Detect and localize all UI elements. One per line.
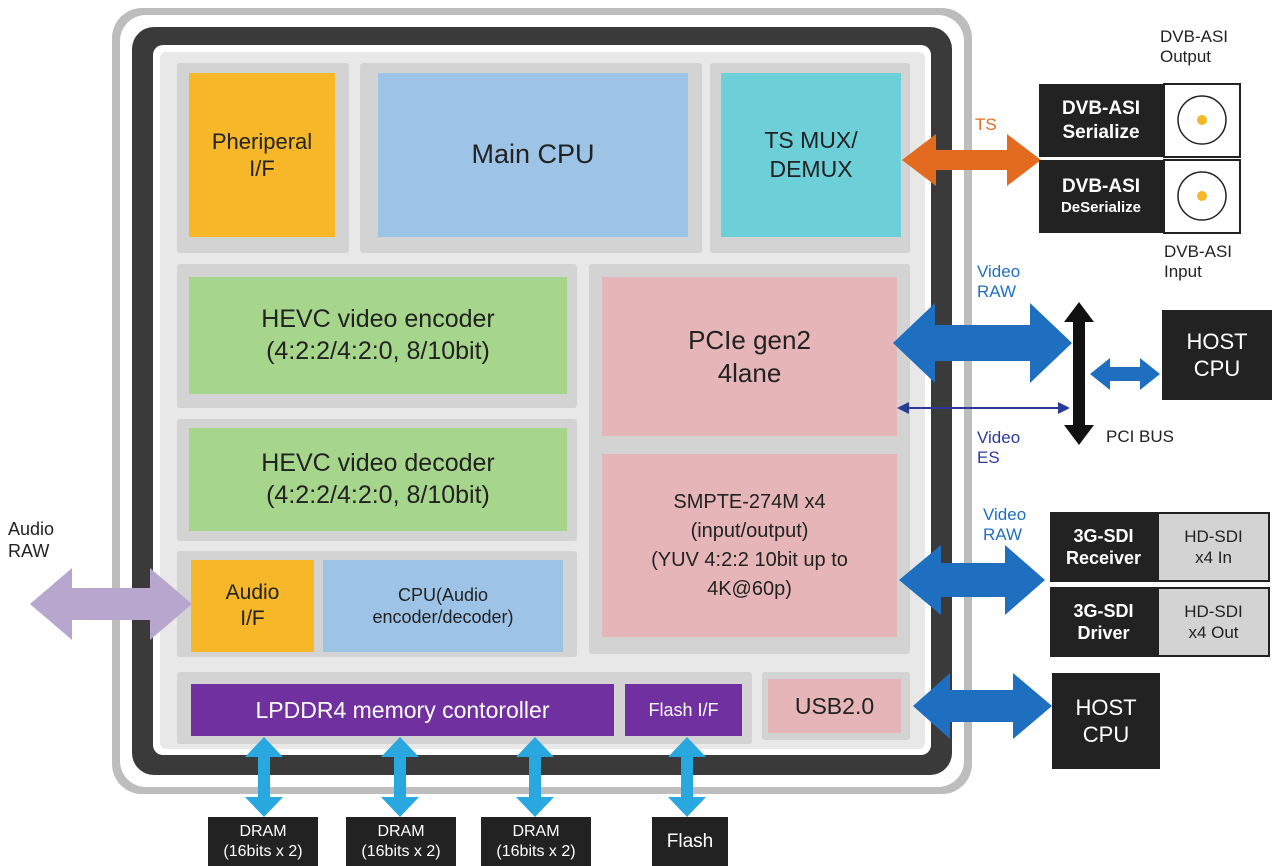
dvb-asi-output-label: DVB-ASI Output — [1160, 27, 1229, 67]
flash-if-block: Flash I/F — [625, 684, 742, 736]
dram1-arrow — [245, 737, 283, 817]
pci-bus-arrow — [1064, 302, 1094, 445]
cpu-audio-block: CPU(Audio encoder/decoder) — [323, 560, 563, 652]
dvb-asi-deserialize-top: DVB-ASI — [1061, 176, 1141, 198]
peripheral-if-block: Pheriperal I/F — [189, 73, 335, 237]
video-raw-sdi-label: Video RAW — [983, 505, 1027, 545]
ts-label: TS — [975, 115, 997, 134]
dram2-box: DRAM (16bits x 2) — [346, 817, 456, 866]
hevc-encoder-block: HEVC video encoder (4:2:2/4:2:0, 8/10bit… — [189, 277, 567, 394]
video-es-label: Video ES — [977, 428, 1021, 468]
video-es-arrow-left — [897, 402, 909, 414]
video-raw-pcie-arrow — [893, 303, 1072, 383]
dram2-arrow — [381, 737, 419, 817]
dram3-box: DRAM (16bits x 2) — [481, 817, 591, 866]
dram3-arrow — [516, 737, 554, 817]
flash-arrow — [668, 737, 706, 817]
video-es-arrow-right — [1058, 402, 1070, 414]
main-cpu-block: Main CPU — [378, 73, 688, 237]
usb-host-arrow — [913, 673, 1052, 739]
usb2-block: USB2.0 — [768, 679, 901, 733]
smpte-block: SMPTE-274M x4 (input/output) (YUV 4:2:2 … — [602, 454, 897, 637]
hd-sdi-in-box: HD-SDI x4 In — [1157, 512, 1270, 582]
video-raw-top-label: Video RAW — [977, 262, 1021, 302]
hevc-decoder-block: HEVC video decoder (4:2:2/4:2:0, 8/10bit… — [189, 428, 567, 531]
dvb-asi-deserialize-bottom: DeSerialize — [1060, 199, 1142, 216]
ts-mux-demux-block: TS MUX/ DEMUX — [721, 73, 901, 237]
pci-bus-label: PCI BUS — [1106, 427, 1175, 446]
lpddr4-controller-block: LPDDR4 memory contoroller — [191, 684, 614, 736]
hd-sdi-out-box: HD-SDI x4 Out — [1157, 587, 1270, 657]
audio-raw-arrow — [30, 568, 192, 640]
pcie-block: PCIe gen2 4lane — [602, 277, 897, 436]
sdi-receiver-box: 3G-SDI Receiver — [1050, 512, 1157, 582]
video-raw-sdi-arrow — [899, 545, 1045, 615]
audio-if-block: Audio I/F — [191, 560, 314, 652]
flash-box: Flash — [652, 817, 728, 866]
dvb-asi-serialize-box: DVB-ASI Serialize — [1039, 84, 1163, 157]
audio-raw-label: Audio RAW — [8, 519, 55, 561]
dvb-asi-deserialize-box: DVB-ASI DeSerialize — [1039, 160, 1163, 233]
pci-host-arrow — [1090, 358, 1160, 390]
dram1-box: DRAM (16bits x 2) — [208, 817, 318, 866]
host-cpu-usb-box: HOST CPU — [1052, 673, 1160, 769]
sdi-driver-box: 3G-SDI Driver — [1050, 587, 1157, 657]
host-cpu-pci-box: HOST CPU — [1162, 310, 1272, 400]
dvb-asi-input-label: DVB-ASI Input — [1164, 242, 1233, 282]
ts-arrow — [902, 134, 1041, 186]
